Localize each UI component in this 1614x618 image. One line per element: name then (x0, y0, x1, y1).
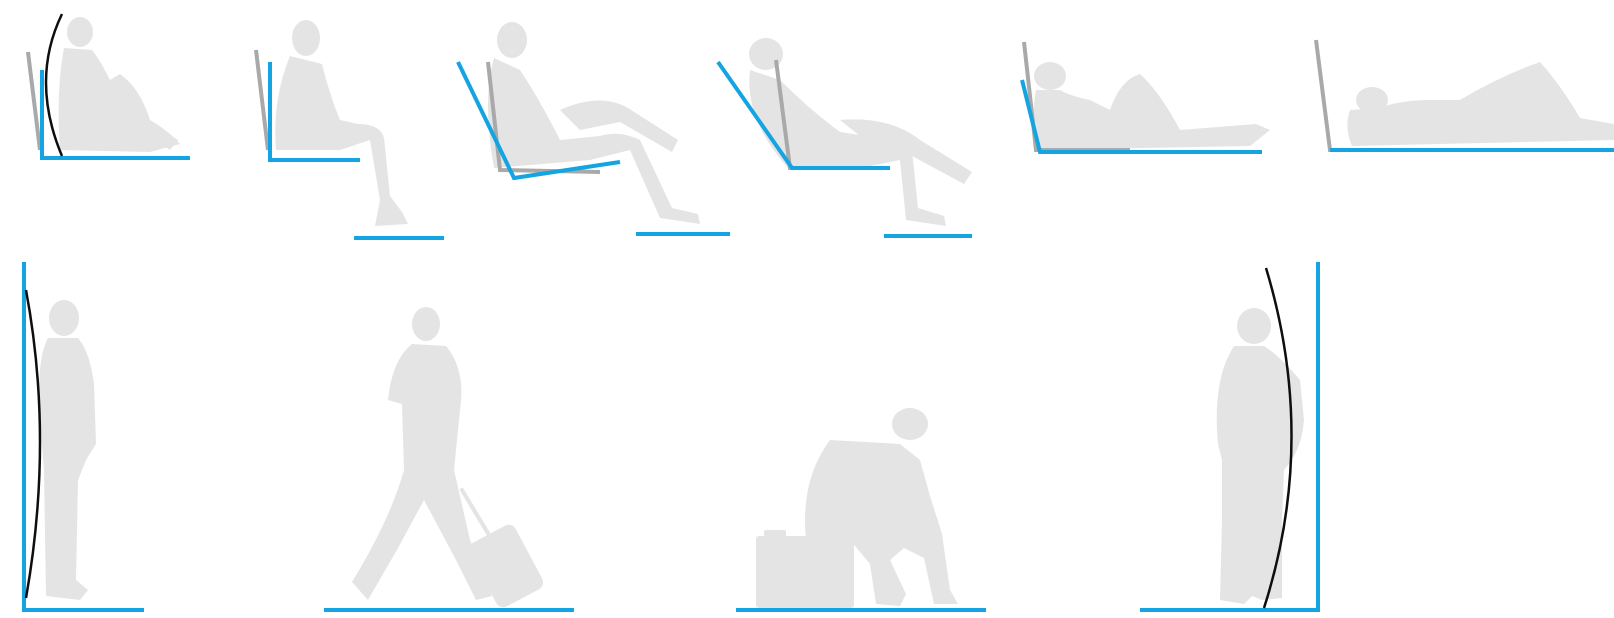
figure-lying-flat (1316, 40, 1614, 150)
backrest-gray-line (28, 52, 40, 150)
spine-curve (26, 290, 40, 598)
figure-walking-with-luggage (324, 307, 574, 610)
figure-sitting-on-suitcase (736, 408, 986, 610)
backrest-gray-line (256, 50, 268, 150)
figure-leaning-against-wall (1140, 262, 1318, 610)
figure-seated-curved-back (28, 14, 190, 158)
person-silhouette (749, 38, 972, 226)
person-silhouette (275, 20, 408, 226)
figure-reclining-chair (458, 22, 730, 234)
person-silhouette (1347, 62, 1614, 146)
figure-seated-chair (256, 20, 444, 238)
person-silhouette (39, 300, 96, 600)
person-silhouette (59, 17, 180, 152)
figure-standing-against-wall (24, 262, 144, 610)
person-silhouette (488, 22, 700, 224)
figure-semi-lying (1022, 42, 1270, 152)
person-silhouette (352, 307, 492, 600)
suitcase-icon (756, 530, 854, 608)
figure-reclining-deep (718, 38, 972, 236)
person-silhouette (1034, 62, 1270, 150)
